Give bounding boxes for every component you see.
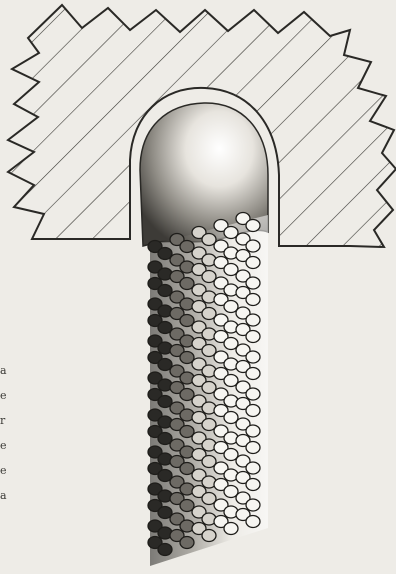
margin-fragment: e — [0, 383, 12, 408]
margin-fragment: e — [0, 458, 12, 483]
margin-fragment: a — [0, 483, 12, 508]
margin-fragment: e — [0, 433, 12, 458]
margin-fragment: a — [0, 358, 12, 383]
segmented-filament — [148, 213, 268, 567]
margin-fragment: r — [0, 408, 12, 433]
